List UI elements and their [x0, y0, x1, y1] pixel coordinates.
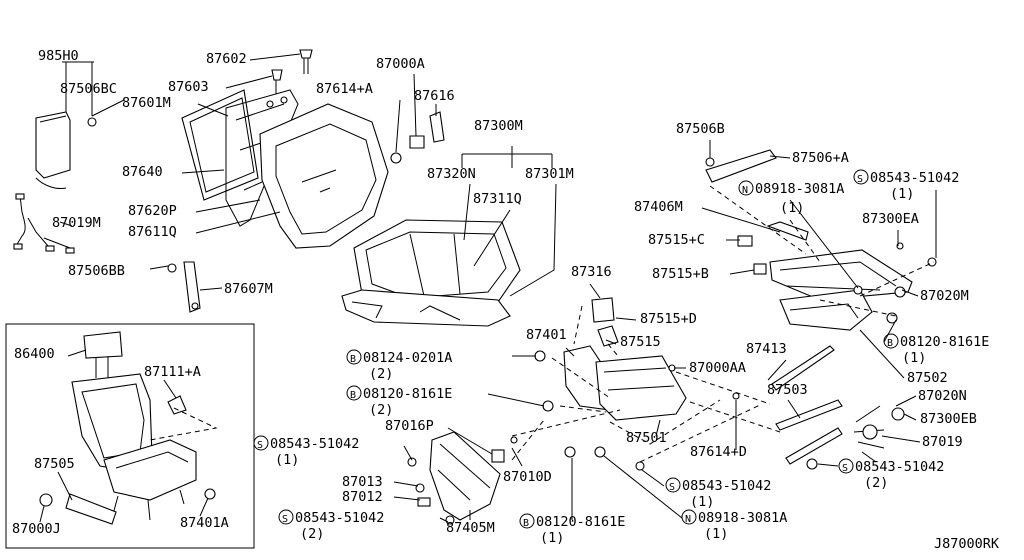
callout-label: 87300M	[474, 118, 523, 134]
callout-label: (2)	[369, 402, 393, 418]
callout-label: (1)	[704, 526, 728, 542]
callout-label: 87502	[907, 370, 948, 386]
circled-prefix-icon	[519, 513, 535, 529]
callout-label: 87505	[34, 456, 75, 472]
callout-label: 87515+B	[652, 266, 709, 282]
callout-label: 87111+A	[144, 364, 201, 380]
callout-label: 87413	[746, 341, 787, 357]
diagram-artwork	[5, 49, 937, 549]
callout-label: 87607M	[224, 281, 273, 297]
callout-label: (2)	[864, 475, 888, 491]
slide-rail-lower	[407, 405, 905, 525]
callout-label: (2)	[300, 526, 324, 542]
callout-label: 87506BC	[60, 81, 117, 97]
callout-label: (1)	[690, 494, 714, 510]
callout-label: 87640	[122, 164, 163, 180]
bracket-87607m	[167, 261, 201, 313]
callout-label: 87020N	[918, 388, 967, 404]
callout-label: 87515+D	[640, 311, 697, 327]
circled-prefix-icon	[883, 333, 899, 349]
callout-label: 87000J	[12, 521, 61, 537]
leader-lines	[59, 53, 937, 523]
callout-label: 87019M	[52, 215, 101, 231]
callout-label: 87000AA	[689, 360, 746, 376]
callout-label: 87010D	[503, 469, 552, 485]
callout-label: (1)	[275, 452, 299, 468]
circled-prefix-icon	[853, 169, 869, 185]
circled-prefix-icon	[738, 180, 754, 196]
callout-label: 87300EB	[920, 411, 977, 427]
callout-label: 87601M	[122, 95, 171, 111]
callout-label: 87300EA	[862, 211, 919, 227]
slide-rail-upper	[705, 149, 937, 331]
circled-prefix-icon	[346, 385, 362, 401]
callout-label: 87320N	[427, 166, 476, 182]
callout-label: (1)	[540, 530, 564, 546]
callout-label: 87614+D	[690, 444, 747, 460]
slide-rail-center	[534, 297, 843, 465]
circled-prefix-icon	[346, 349, 362, 365]
callout-label: 87405M	[446, 520, 495, 536]
callout-label: 87620P	[128, 203, 177, 219]
callout-label: 87603	[168, 79, 209, 95]
callout-label: 87611Q	[128, 224, 177, 240]
callout-label: 87506B	[676, 121, 725, 137]
bracket-87300m	[461, 146, 553, 168]
circled-prefix-icon	[838, 458, 854, 474]
callout-label: 87616	[414, 88, 455, 104]
callout-label: 87301M	[525, 166, 574, 182]
circled-prefix-icon	[665, 477, 681, 493]
callout-label: 87401A	[180, 515, 229, 531]
callout-label: 87012	[342, 489, 383, 505]
callout-label: 87019	[922, 434, 963, 450]
callout-label: 87515+C	[648, 232, 705, 248]
seatback-pad	[181, 89, 259, 201]
callout-label: 86400	[14, 346, 55, 362]
callout-label: 87614+A	[316, 81, 373, 97]
callout-label: (1)	[902, 350, 926, 366]
circled-prefix-icon	[278, 509, 294, 525]
callout-label: (1)	[780, 200, 804, 216]
headrest-guide-parts	[271, 49, 445, 164]
callout-label: 985H0	[38, 48, 79, 64]
callout-label: 87016P	[385, 418, 434, 434]
callout-label: 87316	[571, 264, 612, 280]
callout-label: (2)	[369, 366, 393, 382]
callout-label: 87311Q	[473, 191, 522, 207]
armrest-cushion	[35, 61, 97, 189]
seatback-cushion	[259, 103, 389, 249]
alignment-dashes	[511, 185, 935, 463]
seat-cushion	[341, 219, 521, 327]
callout-label: 87013	[342, 474, 383, 490]
callout-label: 87506BB	[68, 263, 125, 279]
callout-label: 87000A	[376, 56, 425, 72]
circled-prefix-icon	[681, 509, 697, 525]
callout-label: (1)	[890, 186, 914, 202]
callout-labels: 985H0 87506BC 87019M 87506BB 87607M 87602 8760…	[12, 48, 989, 546]
callout-label: 87501	[626, 430, 667, 446]
inset-seat-overview	[5, 323, 255, 549]
diagram-code: J87000RK	[934, 536, 1000, 552]
circled-prefix-icon	[253, 435, 269, 451]
callout-label: 87401	[526, 327, 567, 343]
callout-label: 87602	[206, 51, 247, 67]
wire-harness-87019m	[13, 193, 75, 254]
callout-label: 87020M	[920, 288, 969, 304]
callout-label: 87506+A	[792, 150, 849, 166]
callout-label: 87503	[767, 382, 808, 398]
callout-label: 87406M	[634, 199, 683, 215]
callout-label: 87515	[620, 334, 661, 350]
